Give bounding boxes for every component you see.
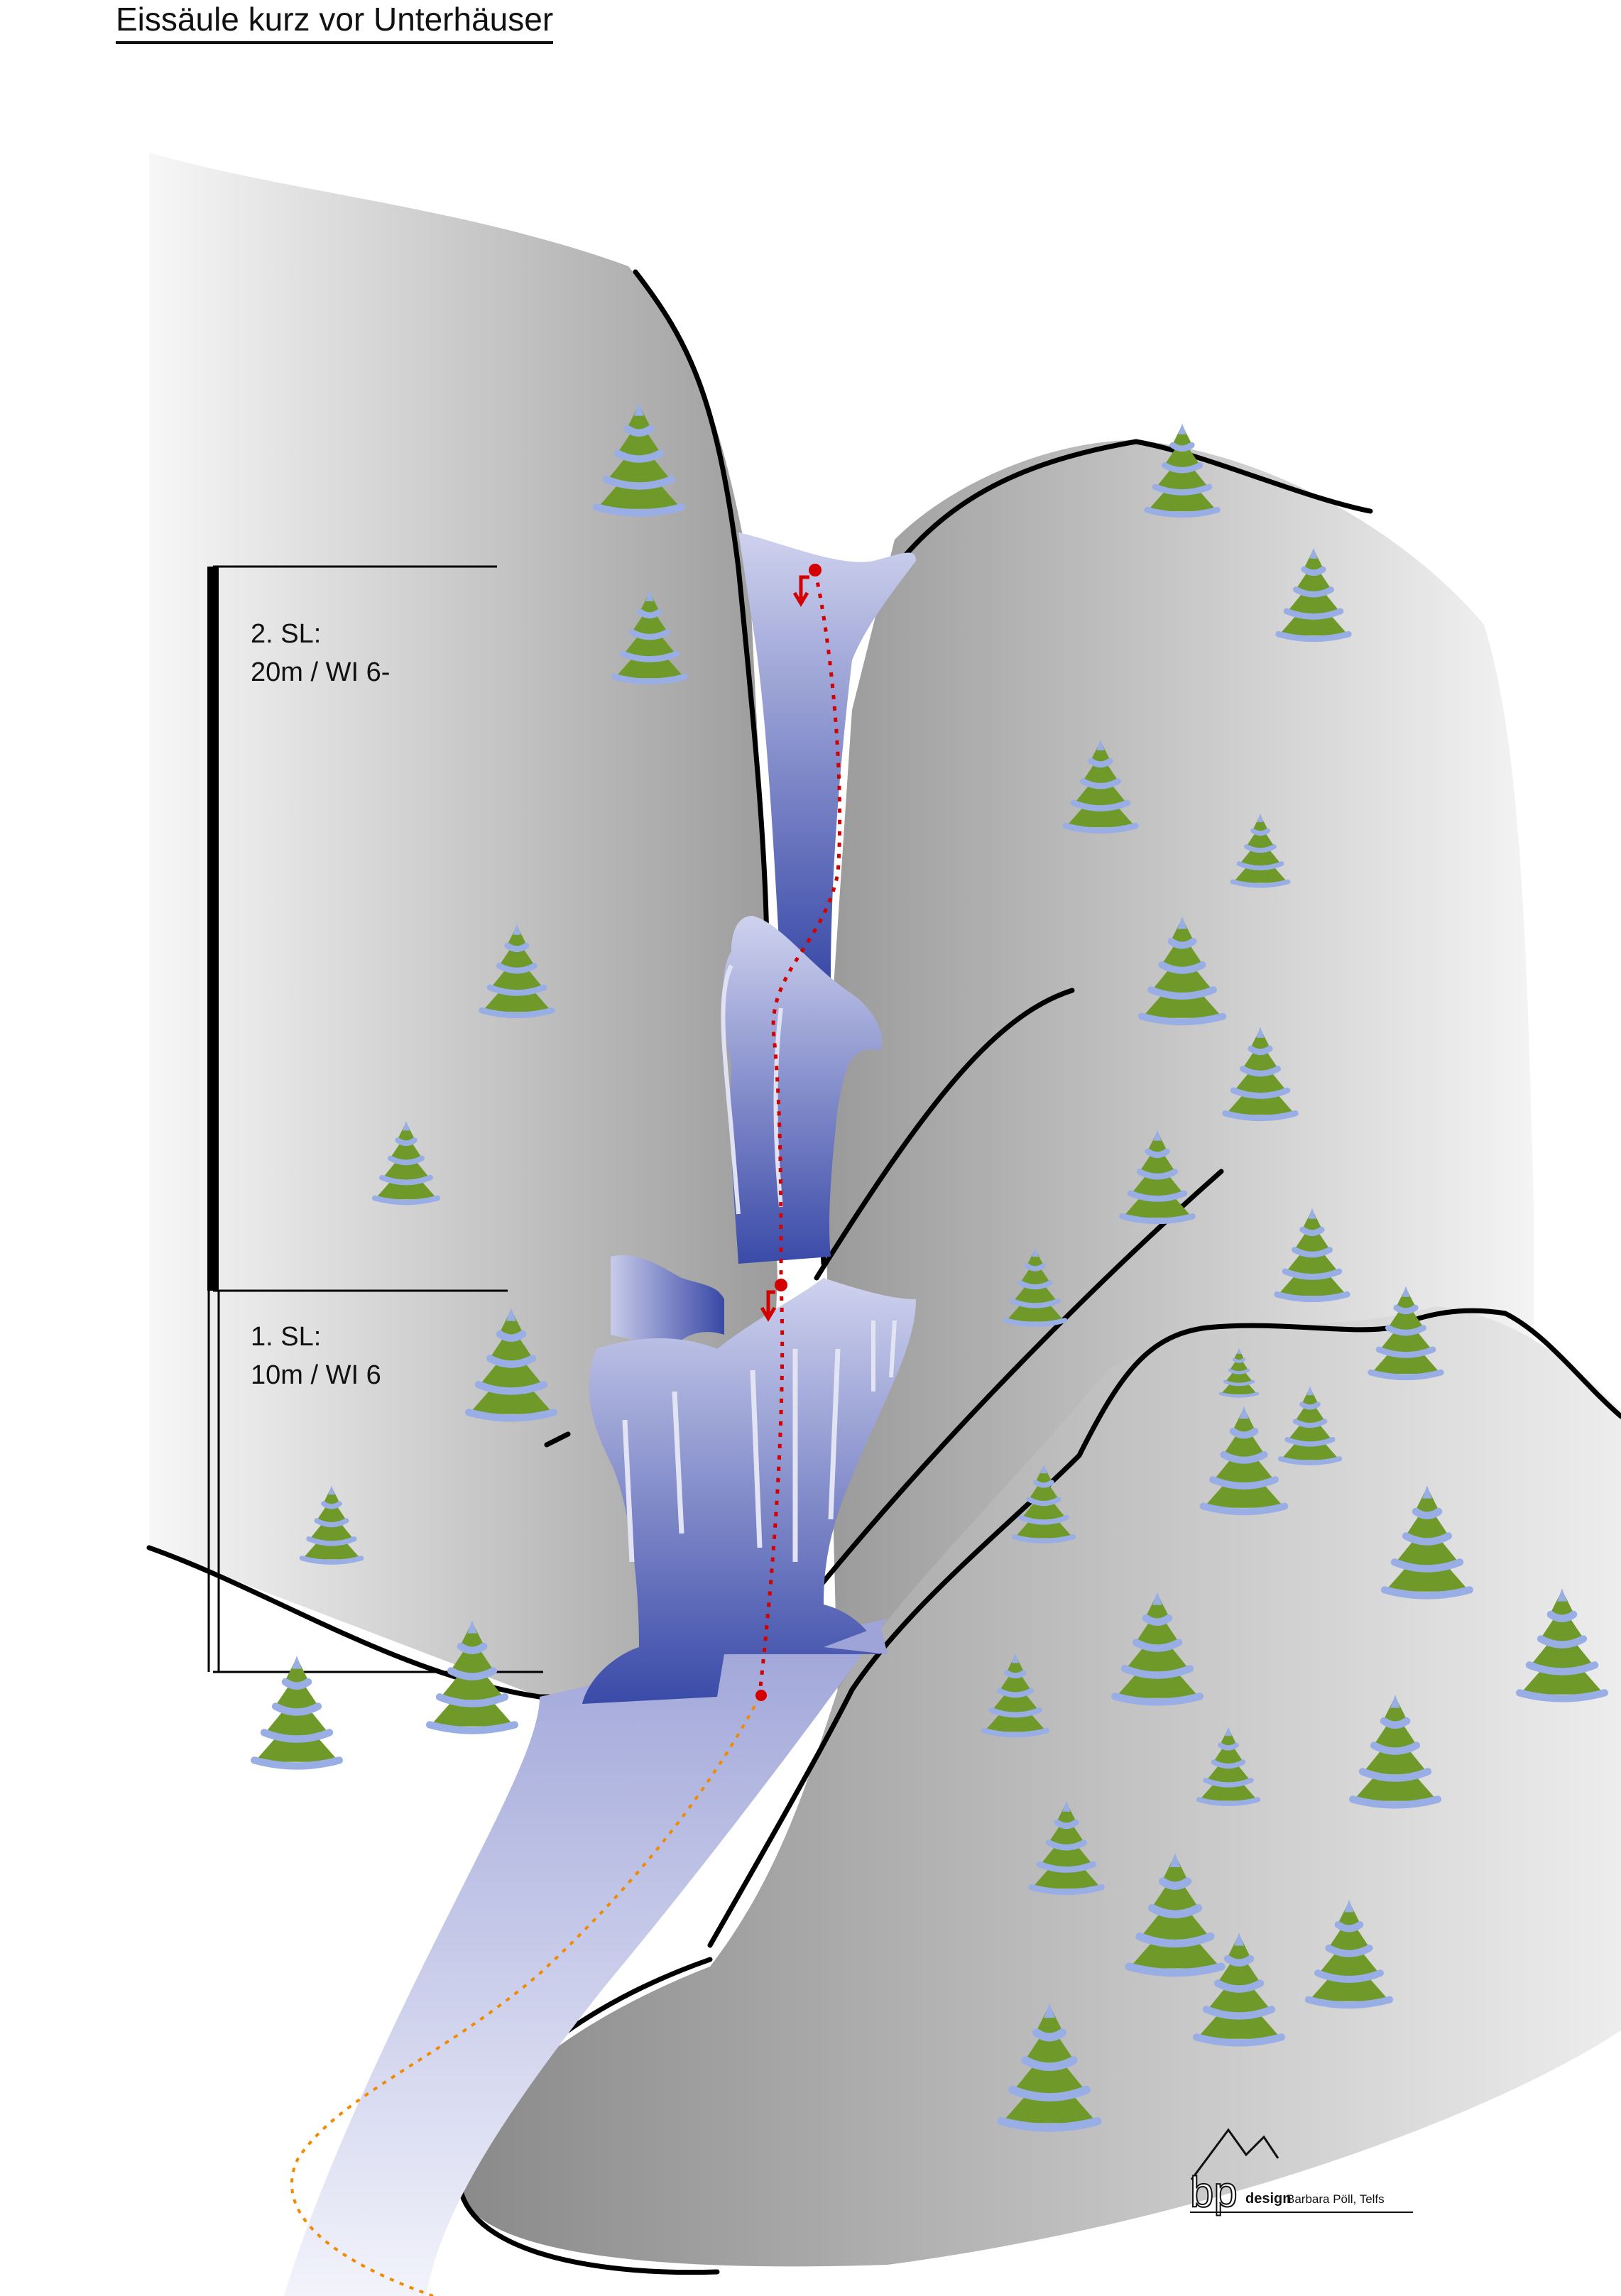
designer-logo: bp design Barbara Pöll, Telfs — [1186, 2123, 1420, 2222]
pitch-label-2: 2. SL: 20m / WI 6- — [251, 615, 390, 691]
route-start — [755, 1690, 767, 1701]
pitch-2-name: 2. SL: — [251, 619, 322, 649]
pitch-1-name: 1. SL: — [251, 1322, 322, 1352]
approach-snow-gully — [284, 1619, 888, 2296]
upper-ice-fall — [738, 532, 916, 980]
lower-ice-columns — [582, 1254, 916, 1704]
page-title: Eissäule kurz vor Unterhäuser — [116, 0, 554, 44]
pitch-2-detail: 20m / WI 6- — [251, 657, 391, 687]
logo-mark-icon: bp — [1189, 2128, 1413, 2216]
route-line — [290, 571, 842, 2296]
belay-stations — [755, 564, 822, 1701]
logo-author: Barbara Pöll, Telfs — [1287, 2192, 1385, 2206]
pitch-1-detail: 10m / WI 6 — [251, 1360, 381, 1390]
lower-right-rock — [461, 1306, 1621, 2267]
rappel-arrows — [760, 575, 809, 1322]
logo-letters: bp — [1190, 2168, 1238, 2216]
middle-ice-fall — [721, 916, 883, 1264]
belay-station-1 — [775, 1279, 787, 1291]
pitch-label-1: 1. SL: 10m / WI 6 — [251, 1318, 381, 1394]
logo-word: design — [1245, 2191, 1292, 2207]
belay-station-2 — [809, 564, 822, 576]
